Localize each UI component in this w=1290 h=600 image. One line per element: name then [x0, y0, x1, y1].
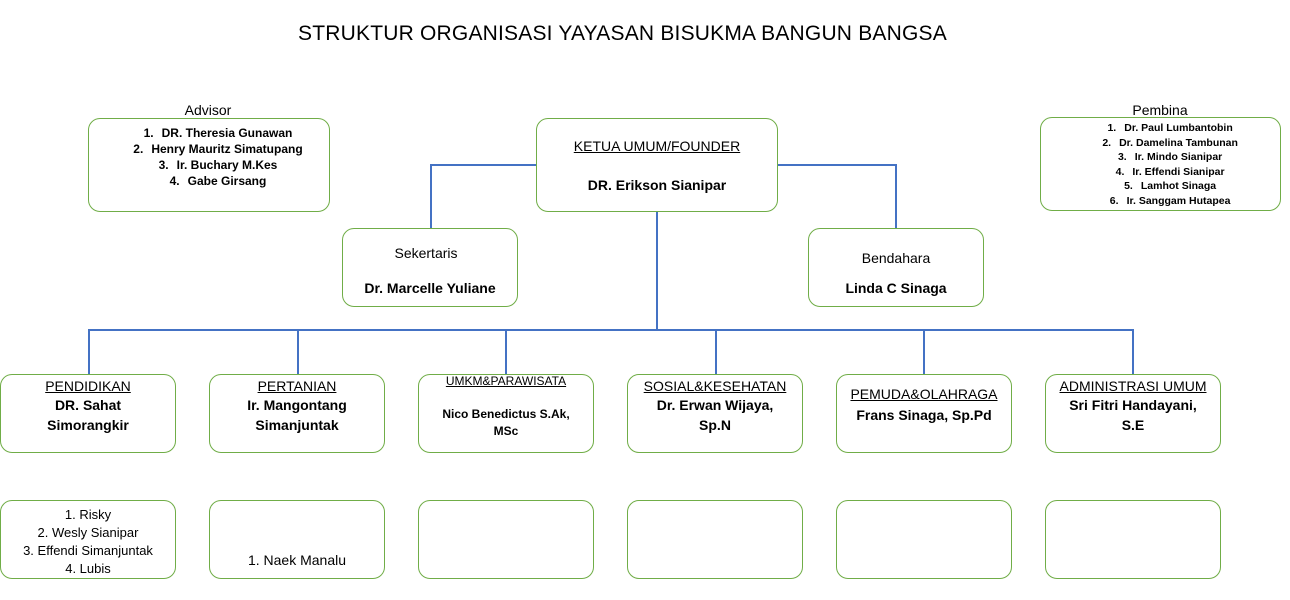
bendahara-box: Bendahara Linda C Sinaga [808, 228, 984, 307]
division-name-line2: Simorangkir [47, 417, 129, 433]
members-sosial-box [627, 500, 803, 579]
member-item: 4. Lubis [65, 561, 111, 576]
connector-bendahara-drop [895, 164, 897, 229]
division-pemuda-box: PEMUDA&OLAHRAGA Frans Sinaga, Sp.Pd [836, 374, 1012, 453]
advisor-box: 1.DR. Theresia Gunawan 2.Henry Mauritz S… [88, 118, 330, 212]
members-pendidikan-box: 1. Risky 2. Wesly Sianipar 3. Effendi Si… [0, 500, 176, 579]
division-pendidikan-box: PENDIDIKAN DR. Sahat Simorangkir [0, 374, 176, 453]
division-role: SOSIAL&KESEHATAN [643, 378, 787, 394]
pembina-box: 1.Dr. Paul Lumbantobin 2.Dr. Damelina Ta… [1040, 117, 1281, 211]
pembina-member: 6.Ir. Sanggam Hutapea [1109, 194, 1231, 207]
advisor-member: 4.Gabe Girsang [169, 174, 267, 188]
connector-drop-administrasi [1132, 329, 1134, 375]
bendahara-role: Bendahara [861, 250, 931, 266]
bendahara-name: Linda C Sinaga [845, 280, 947, 296]
division-name-line1: Nico Benedictus S.Ak, [442, 407, 570, 421]
advisor-member: 1.DR. Theresia Gunawan [143, 126, 293, 140]
connector-ketua-right [777, 164, 896, 166]
advisor-member: 2.Henry Mauritz Simatupang [133, 142, 303, 156]
advisor-list: 1.DR. Theresia Gunawan 2.Henry Mauritz S… [89, 125, 329, 189]
member-item: 3. Effendi Simanjuntak [23, 543, 153, 558]
pembina-member: 5.Lamhot Sinaga [1124, 180, 1217, 192]
division-sosial-box: SOSIAL&KESEHATAN Dr. Erwan Wijaya, Sp.N [627, 374, 803, 453]
division-role: PEMUDA&OLAHRAGA [850, 386, 998, 402]
sekertaris-name: Dr. Marcelle Yuliane [364, 280, 496, 296]
members-umkm-box [418, 500, 594, 579]
members-pemuda-box [836, 500, 1012, 579]
division-umkm-box: UMKM&PARAWISATA Nico Benedictus S.Ak, MS… [418, 374, 594, 453]
advisor-member: 3.Ir. Buchary M.Kes [158, 158, 278, 172]
sekertaris-role: Sekertaris [394, 245, 458, 261]
connector-sekertaris-drop [430, 164, 432, 229]
member-item: 1. Naek Manalu [247, 552, 347, 568]
division-name-line1: Ir. Mangontang [247, 397, 347, 413]
division-name-line1: Frans Sinaga, Sp.Pd [856, 407, 992, 423]
connector-drop-sosial [715, 329, 717, 375]
division-role: ADMINISTRASI UMUM [1059, 378, 1207, 394]
pembina-member: 2.Dr. Damelina Tambunan [1102, 136, 1238, 149]
division-name-line1: Dr. Erwan Wijaya, [656, 397, 774, 413]
division-administrasi-box: ADMINISTRASI UMUM Sri Fitri Handayani, S… [1045, 374, 1221, 453]
ketua-box: KETUA UMUM/FOUNDER DR. Erikson Sianipar [536, 118, 778, 212]
connector-drop-pendidikan [88, 329, 90, 375]
connector-drop-pemuda [923, 329, 925, 375]
connector-division-bus [88, 329, 1133, 331]
pembina-member: 1.Dr. Paul Lumbantobin [1107, 122, 1233, 134]
division-name-line2: MSc [493, 424, 519, 438]
pembina-list: 1.Dr. Paul Lumbantobin 2.Dr. Damelina Ta… [1041, 121, 1280, 208]
member-item: 2. Wesly Sianipar [37, 525, 139, 540]
division-pertanian-box: PERTANIAN Ir. Mangontang Simanjuntak [209, 374, 385, 453]
chart-title: STRUKTUR ORGANISASI YAYASAN BISUKMA BANG… [298, 22, 947, 45]
division-role: PENDIDIKAN [45, 378, 131, 394]
division-name-line2: Simanjuntak [255, 417, 339, 433]
ketua-name: DR. Erikson Sianipar [587, 177, 727, 193]
division-name-line2: Sp.N [699, 417, 731, 433]
division-role: PERTANIAN [257, 378, 337, 394]
pembina-member: 3.Ir. Mindo Sianipar [1117, 151, 1223, 163]
connector-drop-umkm [505, 329, 507, 375]
members-administrasi-box [1045, 500, 1221, 579]
member-item: 1. Risky [64, 507, 112, 522]
division-name-line1: Sri Fitri Handayani, [1069, 397, 1197, 413]
division-name-line1: DR. Sahat [54, 397, 122, 413]
connector-ketua-left [430, 164, 536, 166]
members-pertanian-box: 1. Naek Manalu [209, 500, 385, 579]
connector-ketua-trunk [656, 211, 658, 330]
ketua-role: KETUA UMUM/FOUNDER [573, 138, 741, 154]
advisor-label: Advisor [184, 102, 232, 118]
division-role: UMKM&PARAWISATA [445, 374, 567, 388]
pembina-member: 4.Ir. Effendi Sianipar [1115, 165, 1225, 178]
division-name-line2: S.E [1121, 417, 1145, 433]
sekertaris-box: Sekertaris Dr. Marcelle Yuliane [342, 228, 518, 307]
pembina-label: Pembina [1132, 102, 1188, 118]
connector-drop-pertanian [297, 329, 299, 375]
